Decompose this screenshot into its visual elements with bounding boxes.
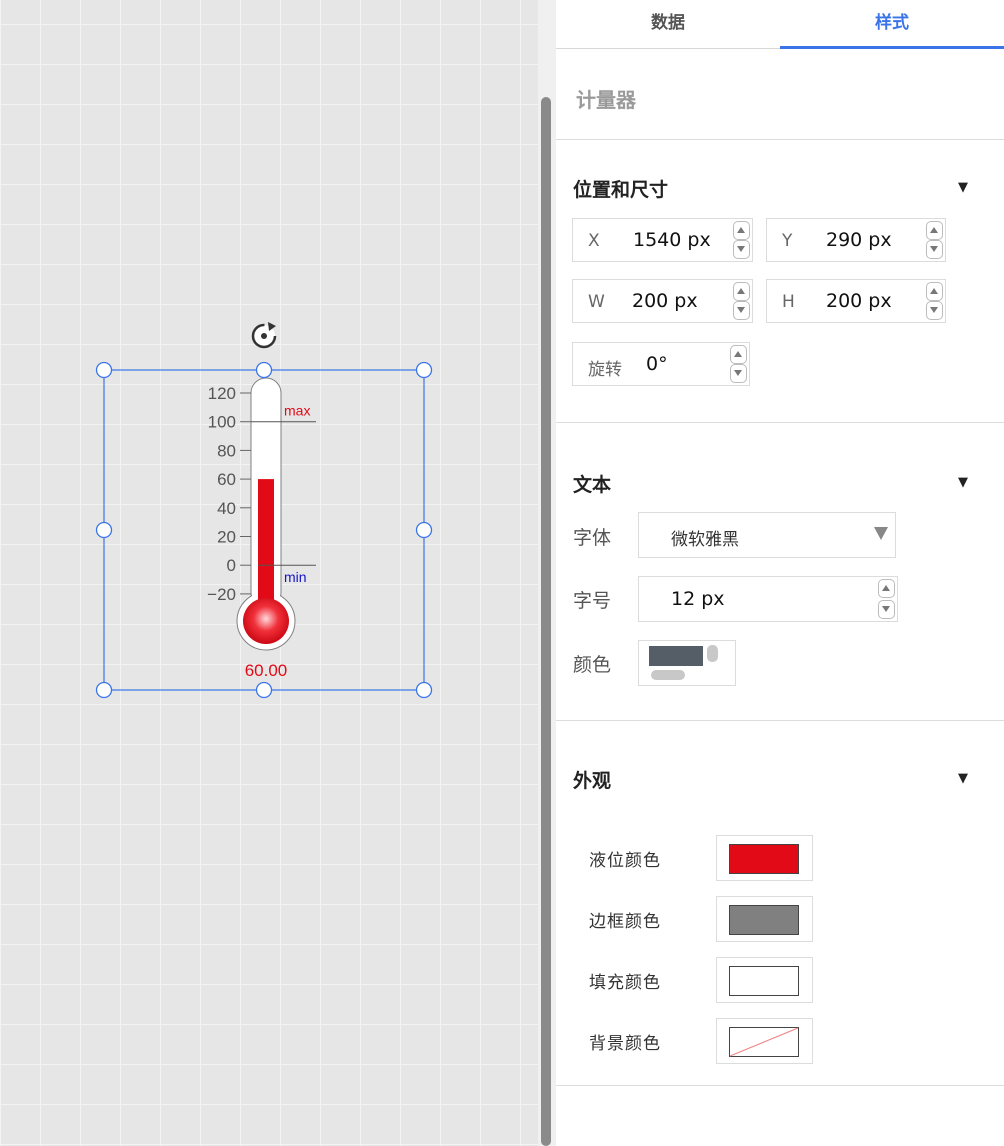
x-stepper[interactable] [733, 221, 750, 259]
y-label: Y [782, 231, 793, 251]
x-field[interactable]: X 1540 px [572, 218, 753, 262]
resize-handle-n[interactable] [255, 361, 273, 379]
w-field[interactable]: W 200 px [572, 279, 753, 323]
color-hue-handle [651, 670, 685, 680]
divider [556, 1085, 1004, 1086]
resize-handle-se[interactable] [415, 681, 433, 699]
collapse-caret-icon[interactable]: ▼ [958, 180, 968, 195]
section-title-text: 文本 [573, 474, 612, 496]
rotate-handle-icon[interactable] [251, 322, 277, 349]
w-value[interactable]: 200 px [632, 290, 698, 312]
resize-handle-w[interactable] [95, 521, 113, 539]
tick-label: 80 [217, 441, 236, 460]
background-color-label: 背景颜色 [589, 1034, 661, 1054]
fill-color-label: 填充颜色 [589, 973, 661, 993]
y-field[interactable]: Y 290 px [766, 218, 946, 262]
border-color-picker[interactable] [716, 896, 813, 942]
section-title-appearance: 外观 [573, 770, 612, 792]
font-size-stepper[interactable] [878, 579, 895, 619]
rotate-label: 旋转 [588, 360, 622, 380]
y-stepper[interactable] [926, 221, 943, 259]
h-field[interactable]: H 200 px [766, 279, 946, 323]
text-color-swatch [649, 646, 703, 666]
color-alpha-handle [707, 645, 718, 662]
design-canvas[interactable]: max min 120 100 80 60 40 20 0 −20 60.00 [0, 0, 538, 1146]
tick-label: 20 [217, 528, 236, 547]
selection-box[interactable] [95, 361, 433, 699]
liquid-column [258, 479, 274, 620]
font-select[interactable]: 微软雅黑 [638, 512, 896, 558]
max-label: max [284, 403, 310, 419]
tab-data[interactable]: 数据 [651, 13, 685, 33]
tick-label: 40 [217, 499, 236, 518]
tick-label: 0 [227, 556, 236, 575]
font-label: 字体 [573, 527, 612, 549]
active-tab-indicator [780, 46, 1004, 49]
liquid-color-label: 液位颜色 [589, 851, 661, 871]
border-color-swatch [729, 905, 799, 935]
resize-handle-nw[interactable] [95, 361, 113, 379]
rotate-field[interactable]: 旋转 0° [572, 342, 750, 386]
liquid-color-picker[interactable] [716, 835, 813, 881]
tab-style[interactable]: 样式 [875, 13, 909, 33]
collapse-caret-icon[interactable]: ▼ [958, 771, 968, 786]
liquid-color-swatch [729, 844, 799, 874]
background-color-picker[interactable] [716, 1018, 813, 1064]
background-color-swatch [729, 1027, 799, 1057]
thermometer-bulb [243, 598, 289, 644]
w-stepper[interactable] [733, 282, 750, 320]
dropdown-arrow-icon [874, 527, 888, 540]
thermometer-widget[interactable]: max min 120 100 80 60 40 20 0 −20 60.00 [207, 377, 316, 680]
divider [556, 139, 1004, 140]
divider [556, 720, 1004, 721]
font-size-value[interactable]: 12 px [671, 588, 725, 610]
font-select-value: 微软雅黑 [671, 530, 739, 550]
font-size-label: 字号 [573, 590, 612, 612]
fill-color-picker[interactable] [716, 957, 813, 1003]
tick-label: −20 [207, 585, 236, 604]
rotate-value[interactable]: 0° [646, 353, 668, 375]
min-label: min [284, 569, 307, 585]
tick-label: 120 [208, 384, 236, 403]
y-value[interactable]: 290 px [826, 229, 892, 251]
text-color-label: 颜色 [573, 654, 612, 676]
transparent-indicator-icon [729, 1027, 799, 1057]
h-value[interactable]: 200 px [826, 290, 892, 312]
resize-handle-e[interactable] [415, 521, 433, 539]
divider [556, 422, 1004, 423]
rotate-stepper[interactable] [730, 345, 747, 383]
x-value[interactable]: 1540 px [633, 229, 711, 251]
value-readout: 60.00 [245, 661, 288, 680]
section-title-position: 位置和尺寸 [573, 179, 669, 201]
fill-color-swatch [729, 966, 799, 996]
tick-label: 60 [217, 470, 236, 489]
text-color-picker[interactable] [638, 640, 736, 686]
canvas-scrollbar-thumb[interactable] [541, 97, 551, 1146]
h-label: H [782, 292, 795, 312]
h-stepper[interactable] [926, 282, 943, 320]
border-color-label: 边框颜色 [589, 912, 661, 932]
component-title: 计量器 [576, 88, 636, 112]
resize-handle-s[interactable] [255, 681, 273, 699]
font-size-field[interactable]: 12 px [638, 576, 898, 622]
tick-label: 100 [208, 413, 236, 432]
resize-handle-sw[interactable] [95, 681, 113, 699]
collapse-caret-icon[interactable]: ▼ [958, 475, 968, 490]
resize-handle-ne[interactable] [415, 361, 433, 379]
property-panel: 数据 样式 计量器 位置和尺寸 ▼ X 1540 px Y 290 px W 2… [556, 0, 1004, 1146]
w-label: W [588, 292, 605, 312]
canvas-layer: max min 120 100 80 60 40 20 0 −20 60.00 [95, 322, 433, 699]
x-label: X [588, 231, 600, 251]
tick-scale: 120 100 80 60 40 20 0 −20 [207, 384, 251, 604]
